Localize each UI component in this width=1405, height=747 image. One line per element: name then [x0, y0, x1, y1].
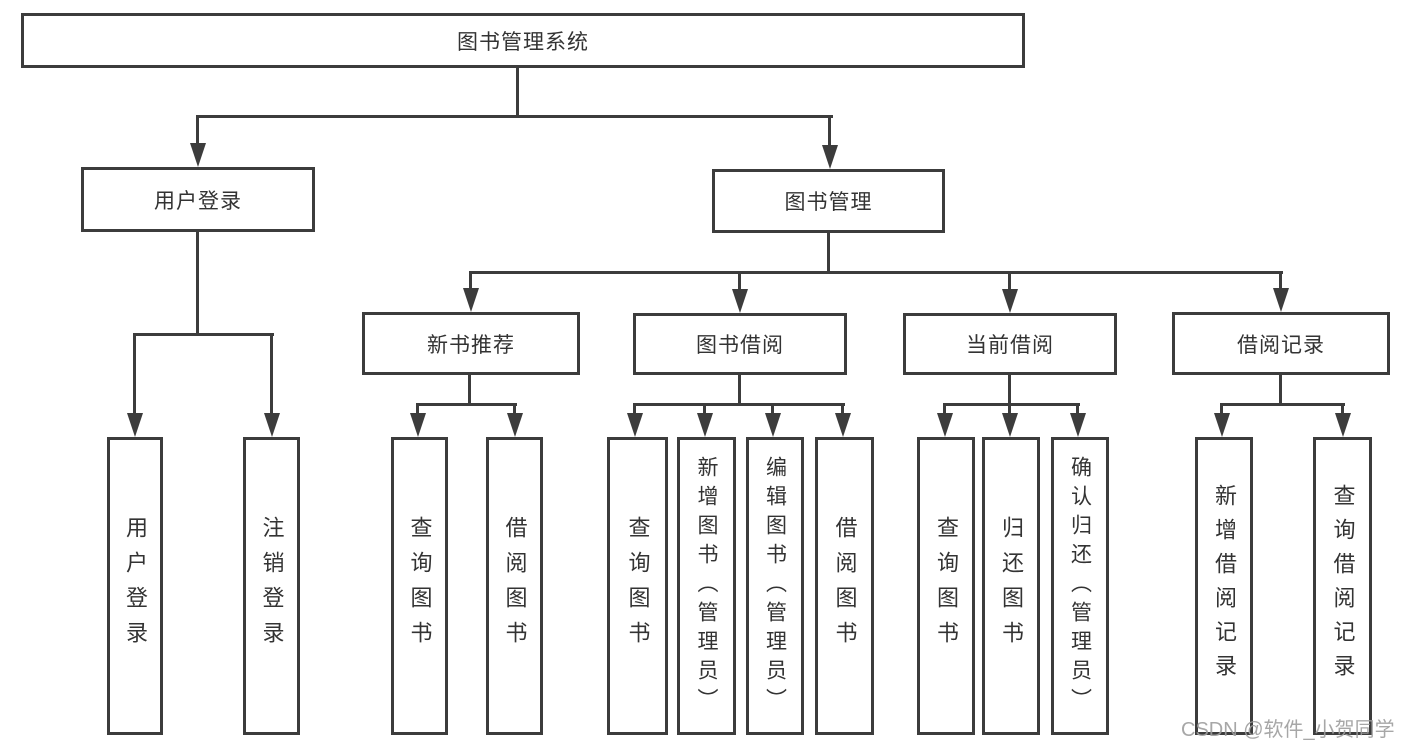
leaf-logout-label: 注销登录	[259, 516, 285, 656]
connector-gb-trunk	[468, 375, 471, 406]
connector-ge-drop-2	[1341, 403, 1344, 417]
arrow-down-icon	[822, 145, 838, 169]
leaf-return-book-label: 归还图书	[999, 516, 1024, 656]
leaf-query-book-3-label: 查询图书	[934, 516, 959, 656]
connector-l2-drop-right	[828, 115, 831, 149]
leaf-query-book-2: 查询图书	[607, 437, 668, 735]
connector-l3-drop-3	[1008, 271, 1011, 293]
node-book-borrow: 图书借阅	[633, 313, 847, 375]
leaf-borrow-book-2-label: 借阅图书	[832, 516, 858, 656]
arrow-down-icon	[264, 413, 280, 437]
leaf-add-book-admin: 新增图书（管理员）	[677, 437, 736, 735]
connector-bm-trunk	[827, 233, 830, 274]
connector-gd-rail	[943, 403, 1080, 406]
node-borrow-record-label: 借阅记录	[1237, 333, 1325, 357]
csdn-watermark: CSDN @软件_小贺同学	[1181, 719, 1395, 741]
arrow-down-icon	[410, 413, 426, 437]
leaf-query-borrow-record-label: 查询借阅记录	[1330, 484, 1356, 688]
arrow-down-icon	[507, 413, 523, 437]
connector-ga-drop-2	[270, 333, 273, 415]
leaf-user-login: 用户登录	[107, 437, 163, 735]
arrow-down-icon	[1214, 413, 1230, 437]
node-borrow-record: 借阅记录	[1172, 312, 1390, 375]
connector-ge-trunk	[1279, 375, 1282, 406]
connector-gc-rail	[633, 403, 845, 406]
arrow-down-icon	[697, 413, 713, 437]
leaf-add-borrow-record: 新增借阅记录	[1195, 437, 1253, 735]
connector-gd-trunk	[1008, 375, 1011, 406]
arrow-down-icon	[127, 413, 143, 437]
connector-gc-trunk	[738, 375, 741, 406]
arrow-down-icon	[937, 413, 953, 437]
leaf-query-book-2-label: 查询图书	[625, 516, 651, 656]
connector-root-trunk	[516, 68, 519, 118]
leaf-query-book-1-label: 查询图书	[407, 516, 433, 656]
connector-l3-drop-1	[469, 271, 472, 293]
node-current-borrow-label: 当前借阅	[966, 334, 1054, 357]
leaf-query-borrow-record: 查询借阅记录	[1313, 437, 1372, 735]
leaf-query-book-1: 查询图书	[391, 437, 448, 735]
arrow-down-icon	[1273, 288, 1289, 312]
connector-gb-rail	[416, 403, 517, 406]
node-book-borrow-label: 图书借阅	[696, 334, 784, 357]
node-user-login-label: 用户登录	[154, 189, 242, 213]
arrow-down-icon	[1002, 413, 1018, 437]
connector-l3-rail	[469, 271, 1283, 274]
connector-gc-drop-2	[703, 403, 706, 417]
leaf-edit-book-admin-label: 编辑图书（管理员）	[763, 455, 787, 717]
arrow-down-icon	[1070, 413, 1086, 437]
connector-ge-rail	[1220, 403, 1345, 406]
leaf-confirm-return-admin: 确认归还（管理员）	[1051, 437, 1109, 735]
connector-l2-rail	[197, 115, 833, 118]
leaf-query-book-3: 查询图书	[917, 437, 975, 735]
connector-l3-drop-4	[1279, 271, 1282, 293]
arrow-down-icon	[835, 413, 851, 437]
connector-ga-trunk	[196, 232, 199, 336]
connector-gb-drop-1	[416, 403, 419, 417]
connector-l2-drop-left	[196, 115, 199, 147]
node-root-label: 图书管理系统	[457, 30, 589, 54]
leaf-borrow-book-1: 借阅图书	[486, 437, 543, 735]
arrow-down-icon	[463, 288, 479, 312]
connector-gc-drop-1	[633, 403, 636, 417]
arrow-down-icon	[627, 413, 643, 437]
connector-gd-drop-3	[1076, 403, 1079, 417]
node-user-login: 用户登录	[81, 167, 315, 232]
connector-gd-drop-1	[943, 403, 946, 417]
node-root: 图书管理系统	[21, 13, 1025, 68]
connector-l3-drop-2	[738, 271, 741, 293]
leaf-borrow-book-1-label: 借阅图书	[502, 516, 528, 656]
leaf-add-book-admin-label: 新增图书（管理员）	[695, 455, 718, 717]
connector-gc-drop-3	[771, 403, 774, 417]
arrow-down-icon	[190, 143, 206, 167]
leaf-return-book: 归还图书	[982, 437, 1040, 735]
connector-gd-drop-2	[1008, 403, 1011, 417]
leaf-add-borrow-record-label: 新增借阅记录	[1212, 484, 1237, 688]
arrow-down-icon	[732, 289, 748, 313]
connector-gb-drop-2	[513, 403, 516, 417]
arrow-down-icon	[1335, 413, 1351, 437]
connector-ga-rail	[133, 333, 274, 336]
leaf-borrow-book-2: 借阅图书	[815, 437, 874, 735]
node-book-management-label: 图书管理	[784, 191, 873, 214]
connector-ge-drop-1	[1220, 403, 1223, 417]
arrow-down-icon	[1002, 289, 1018, 313]
leaf-confirm-return-admin-label: 确认归还（管理员）	[1068, 455, 1092, 717]
node-new-book-recommend-label: 新书推荐	[427, 333, 515, 357]
leaf-edit-book-admin: 编辑图书（管理员）	[746, 437, 804, 735]
leaf-user-login-label: 用户登录	[123, 516, 148, 656]
connector-gc-drop-4	[841, 403, 844, 417]
node-current-borrow: 当前借阅	[903, 313, 1117, 375]
arrow-down-icon	[765, 413, 781, 437]
connector-ga-drop-1	[133, 333, 136, 415]
node-book-management: 图书管理	[712, 169, 945, 233]
node-new-book-recommend: 新书推荐	[362, 312, 580, 375]
leaf-logout: 注销登录	[243, 437, 300, 735]
